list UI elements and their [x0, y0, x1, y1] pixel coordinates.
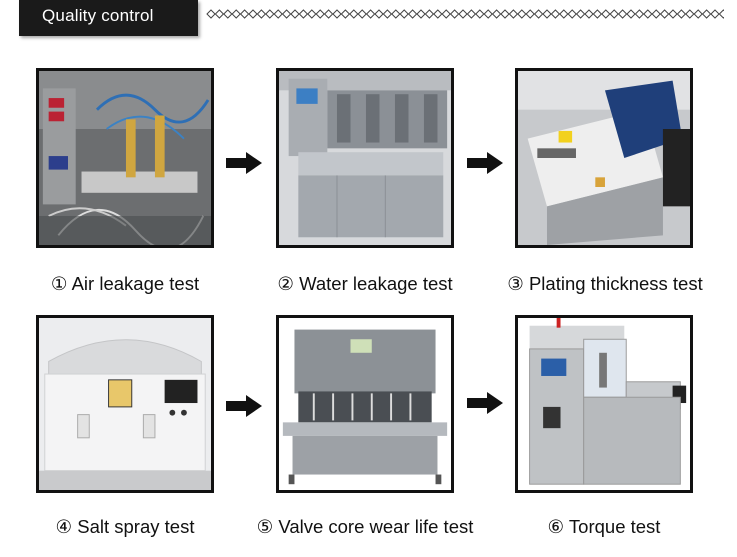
section-title-tab: Quality control — [19, 0, 198, 36]
arrow-right-icon — [226, 395, 262, 417]
arrow-right-icon — [467, 152, 503, 174]
caption-salt-spray: ④ Salt spray test — [55, 516, 195, 537]
arrow-right-icon — [226, 152, 262, 174]
section-title: Quality control — [42, 6, 154, 25]
air-leakage-photo — [36, 68, 214, 248]
diamond-border-decoration — [206, 9, 724, 19]
caption-torque: ⑥ Torque test — [547, 516, 661, 537]
caption-water-leakage: ② Water leakage test — [277, 273, 453, 294]
caption-air-leakage: ① Air leakage test — [50, 273, 200, 294]
torque-test-photo — [515, 315, 693, 493]
caption-valve-core-wear: ⑤ Valve core wear life test — [256, 516, 474, 537]
salt-spray-photo — [36, 315, 214, 493]
arrow-right-icon — [467, 392, 503, 414]
valve-core-wear-photo — [276, 315, 454, 493]
water-leakage-photo — [276, 68, 454, 248]
caption-plating-thickness: ③ Plating thickness test — [507, 273, 703, 294]
plating-thickness-photo — [515, 68, 693, 248]
